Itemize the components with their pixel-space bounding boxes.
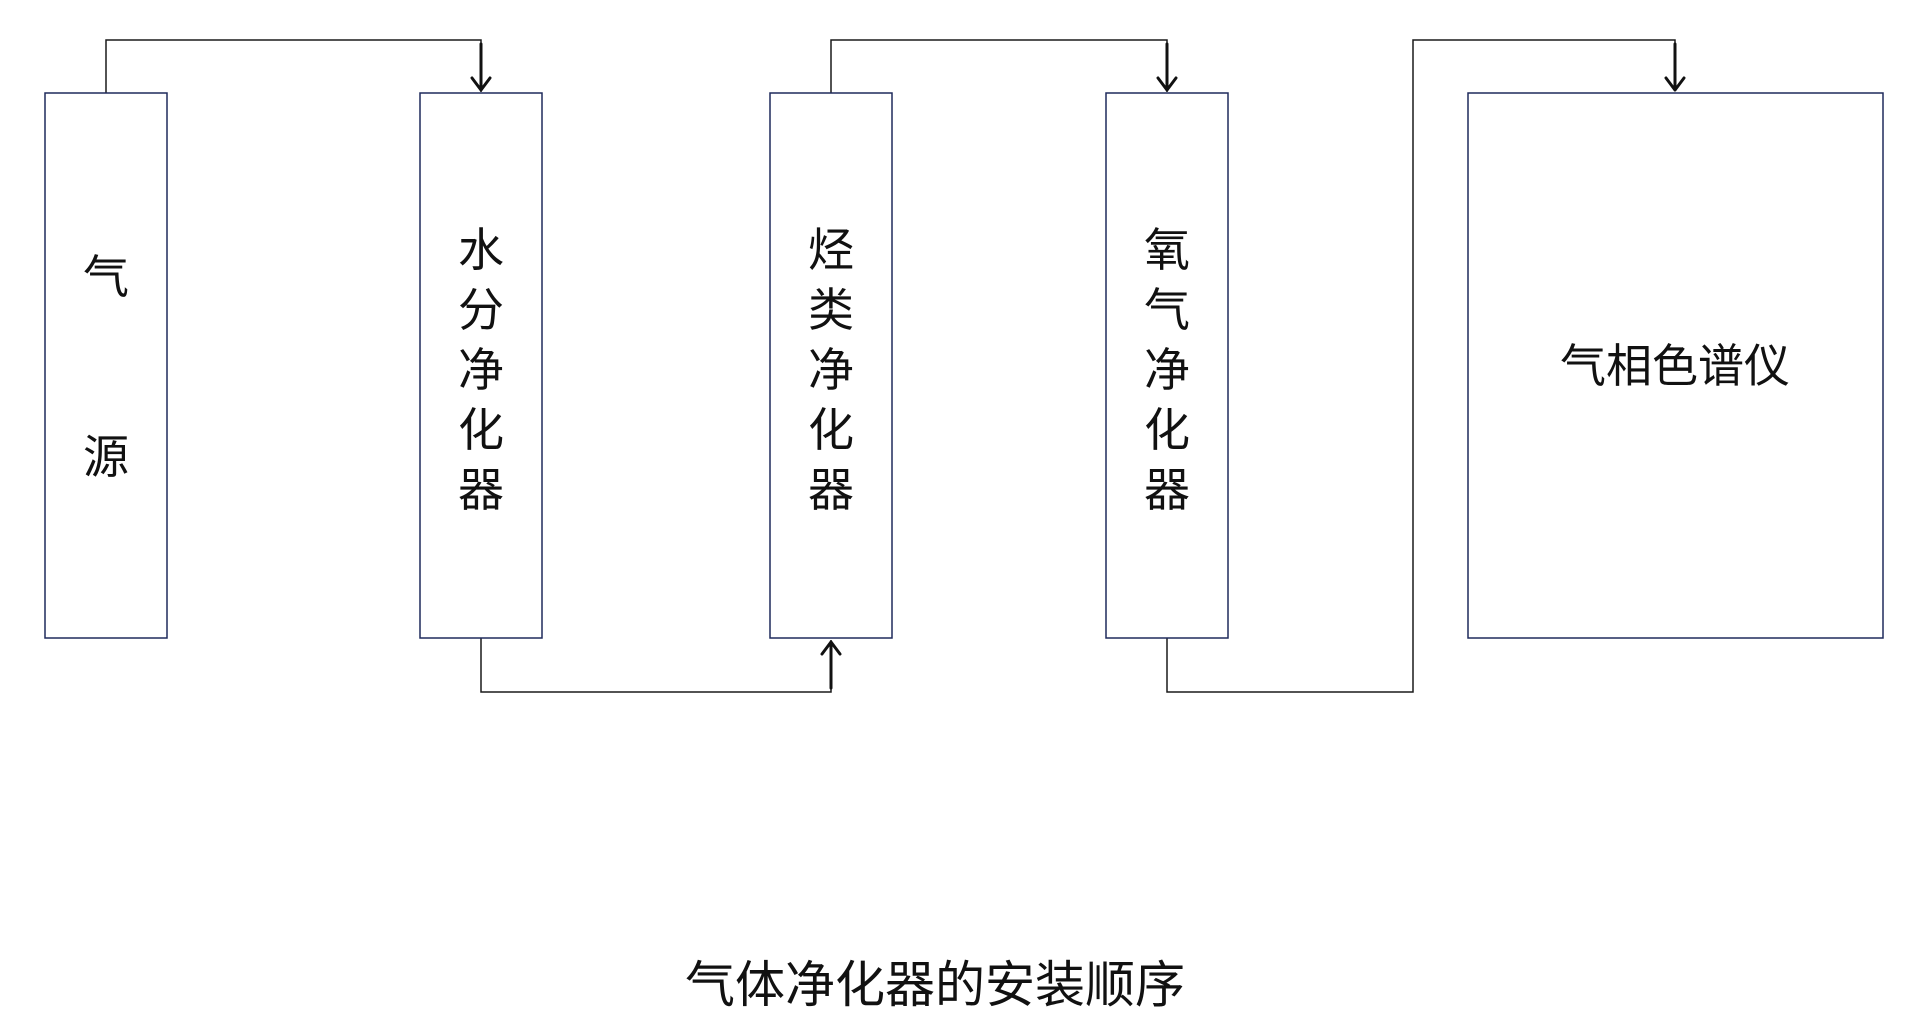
oxygen-purifier-box: 氧气净化器	[1105, 92, 1229, 639]
gas-chromatograph-box: 气相色谱仪	[1467, 92, 1884, 639]
label-character: 器	[1144, 463, 1190, 517]
hydrocarbon-purifier-label: 烃类净化器	[808, 223, 854, 517]
label-character: 器	[808, 463, 854, 517]
label-character: 净	[458, 343, 504, 397]
label-character: 化	[808, 403, 854, 457]
label-character: 气	[83, 250, 129, 304]
oxygen-purifier-rect	[1105, 92, 1229, 639]
label-character: 水	[458, 223, 504, 277]
arrow-down-into-gas-chromatograph	[1664, 42, 1686, 92]
connector-source-to-water	[105, 39, 482, 93]
label-character: 气	[1144, 283, 1190, 337]
hydrocarbon-purifier-box: 烃类净化器	[769, 92, 893, 639]
water-purifier-rect	[419, 92, 543, 639]
gas-source-label: 气源	[83, 250, 129, 484]
connector-water-to-hydrocarbon	[480, 638, 832, 693]
label-character: 化	[1144, 403, 1190, 457]
arrow-up-into-hydrocarbon-purifier	[820, 640, 842, 690]
gas-chromatograph-rect	[1467, 92, 1884, 639]
oxygen-purifier-label: 氧气净化器	[1144, 223, 1190, 517]
gas-source-box: 气源	[44, 92, 168, 639]
label-character: 器	[458, 463, 504, 517]
label-character: 分	[458, 283, 504, 337]
label-character: 净	[1144, 343, 1190, 397]
gas-source-rect	[44, 92, 168, 639]
label-character: 化	[458, 403, 504, 457]
label-character: 类	[808, 283, 854, 337]
label-character: 氧	[1144, 223, 1190, 277]
diagram-caption: 气体净化器的安装顺序	[685, 956, 1185, 1014]
water-purifier-box: 水分净化器	[419, 92, 543, 639]
arrowheads	[470, 42, 1686, 690]
water-purifier-label: 水分净化器	[458, 223, 504, 517]
label-character: 烃	[808, 223, 854, 277]
label-character: 净	[808, 343, 854, 397]
label-character: 源	[83, 430, 129, 484]
connector-hydrocarbon-to-oxygen	[830, 39, 1168, 93]
arrow-down-into-water-purifier	[470, 42, 492, 92]
gas-chromatograph-label: 气相色谱仪	[1560, 339, 1790, 393]
arrow-down-into-oxygen-purifier	[1156, 42, 1178, 92]
hydrocarbon-purifier-rect	[769, 92, 893, 639]
